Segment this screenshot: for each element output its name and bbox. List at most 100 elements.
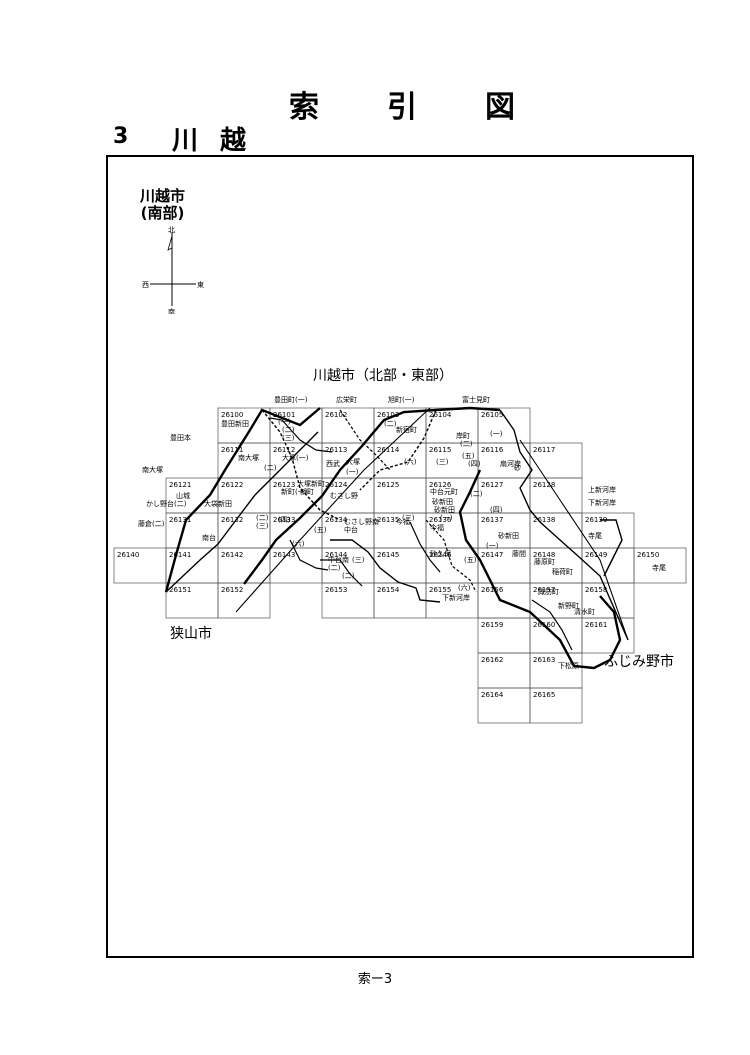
grid-cell: 26131 xyxy=(165,512,219,549)
grid-cell-number: 26155 xyxy=(429,586,451,594)
inside-place-label: 藤間 xyxy=(512,549,526,558)
grid-cell-number: 26135 xyxy=(377,516,399,524)
section-number: 3 xyxy=(113,124,129,149)
inside-place-label: (三) xyxy=(256,522,269,530)
inside-place-label: 新町 xyxy=(300,487,314,496)
inside-place-label: (四) xyxy=(490,506,503,514)
page-number: 索ー3 xyxy=(357,972,393,987)
grid-cell-number: 26114 xyxy=(377,446,400,454)
inside-place-label: 清水町 xyxy=(574,607,595,616)
grid-cell-number: 26111 xyxy=(221,446,243,454)
inside-place-label: 砂 xyxy=(514,463,521,472)
grid-cell-number: 26122 xyxy=(221,481,243,489)
grid-cell: 26105 xyxy=(477,407,531,444)
section-name: 川越 xyxy=(172,126,269,156)
region-sayama: 狭山市 xyxy=(170,625,212,642)
grid-cell-number: 26146 xyxy=(429,551,452,559)
grid-cell-number: 26134 xyxy=(325,516,348,524)
inside-place-label: 今福 xyxy=(430,523,444,532)
outside-place-label: 寺尾 xyxy=(652,564,666,572)
grid-cell-number: 26136 xyxy=(429,516,452,524)
inside-place-label: (五) xyxy=(464,556,477,564)
inside-place-label: 下新河岸 xyxy=(442,593,470,602)
inside-place-label: 今福 xyxy=(396,517,410,526)
inside-place-label: 諏訪町 xyxy=(538,587,559,596)
grid-cell-number: 26117 xyxy=(533,446,555,454)
grid-cell-number: 26127 xyxy=(481,481,503,489)
grid-cell-number: 26148 xyxy=(533,551,555,559)
inside-place-label: 大塚新町 xyxy=(297,479,325,488)
grid-cell-box xyxy=(529,687,583,724)
grid-cell: 26151 xyxy=(165,582,219,619)
inside-place-label: 稲荷町 xyxy=(552,567,573,576)
inside-place-label: むさし野南 xyxy=(344,517,379,526)
grid-cell-number: 26123 xyxy=(273,481,295,489)
grid-cell-number: 26154 xyxy=(377,586,400,594)
grid-cell: 26165 xyxy=(529,687,583,724)
compass-west: 西 xyxy=(142,281,149,289)
outside-place-label: 豊田町(一) xyxy=(274,395,308,404)
inside-place-label: 扇河岸 xyxy=(500,459,521,468)
grid-cell: 26125 xyxy=(373,477,427,514)
inside-place-label: 藤原町 xyxy=(534,557,555,566)
grid-cell-number: 26159 xyxy=(481,621,503,629)
grid-cell-number: 26144 xyxy=(325,551,348,559)
city-area: (南部) xyxy=(140,204,185,222)
inside-place-label: (二) xyxy=(470,490,483,498)
region-fujimino: ふじみ野市 xyxy=(604,653,674,670)
boundary-lines xyxy=(164,406,629,670)
inside-place-label: 新野町 xyxy=(558,601,579,610)
outside-place-label: 山城 xyxy=(176,491,190,500)
grid-cell: 26102 xyxy=(321,407,375,444)
outside-place-label: 豊田本 xyxy=(170,433,191,442)
grid-cell: 26138 xyxy=(529,512,583,549)
inside-place-label: 砂新田 xyxy=(498,531,519,540)
title-char-1: 索 xyxy=(289,90,319,125)
inside-place-label: 南台 xyxy=(202,533,216,542)
outside-place-label: 南大塚 xyxy=(142,465,163,474)
grid-cell: 26153 xyxy=(321,582,375,619)
grid-cell-number: 26132 xyxy=(221,516,243,524)
grid-cell-number: 26125 xyxy=(377,481,399,489)
grid-cell-number: 26163 xyxy=(533,656,555,664)
outside-place-label: 藤倉(二) xyxy=(138,519,165,528)
grid-cell-number: 26103 xyxy=(377,411,399,419)
inside-place-label: (二) xyxy=(384,420,397,428)
inside-place-label: (四) xyxy=(468,460,481,468)
grid-cell-number: 26131 xyxy=(169,516,191,524)
inside-place-label: (六) xyxy=(404,457,417,466)
grid-cell-number: 26143 xyxy=(273,551,295,559)
grid-cell: 26163 xyxy=(529,652,583,689)
grid-cell: 26152 xyxy=(217,582,271,619)
inside-place-label: (三) xyxy=(352,556,365,564)
outside-place-label: 上新河岸 xyxy=(588,485,616,494)
grid-cell: 26128 xyxy=(529,477,583,514)
inside-place-label: (一) xyxy=(490,430,503,438)
inside-place-label: (三) xyxy=(436,458,449,466)
inside-place-label: (五) xyxy=(462,452,475,460)
grid-cell: 26139 xyxy=(581,512,635,549)
page-title: 索 引 図 xyxy=(0,82,750,125)
grid-cell-number: 26137 xyxy=(481,516,503,524)
inside-place-label: 大塚 xyxy=(346,457,360,466)
grid-cell-number: 26145 xyxy=(377,551,399,559)
grid-cell: 26150 xyxy=(633,547,687,584)
grid-cell: 26161 xyxy=(581,617,635,654)
outside-place-label: 広栄町 xyxy=(336,395,357,404)
grid-cell: 26142 xyxy=(217,547,271,584)
title-char-2: 引 xyxy=(387,90,417,125)
grid-cell-number: 26113 xyxy=(325,446,347,454)
grid-cell: 26162 xyxy=(477,652,531,689)
grid-cell-number: 26151 xyxy=(169,586,191,594)
grid-cell: 26140 xyxy=(113,547,167,584)
grid-cell: 26104 xyxy=(425,407,479,444)
inside-place-label: 砂新田 xyxy=(432,497,453,506)
grid-cell-number: 26115 xyxy=(429,446,451,454)
outside-place-label: 下新河岸 xyxy=(588,498,616,507)
inside-place-label: (一) xyxy=(440,514,453,522)
compass-north: 北 xyxy=(168,226,175,234)
grid-cell-number: 26150 xyxy=(637,551,659,559)
compass-rose-icon: 北 西 東 南 xyxy=(142,226,204,314)
grid-cell: 26127 xyxy=(477,477,531,514)
